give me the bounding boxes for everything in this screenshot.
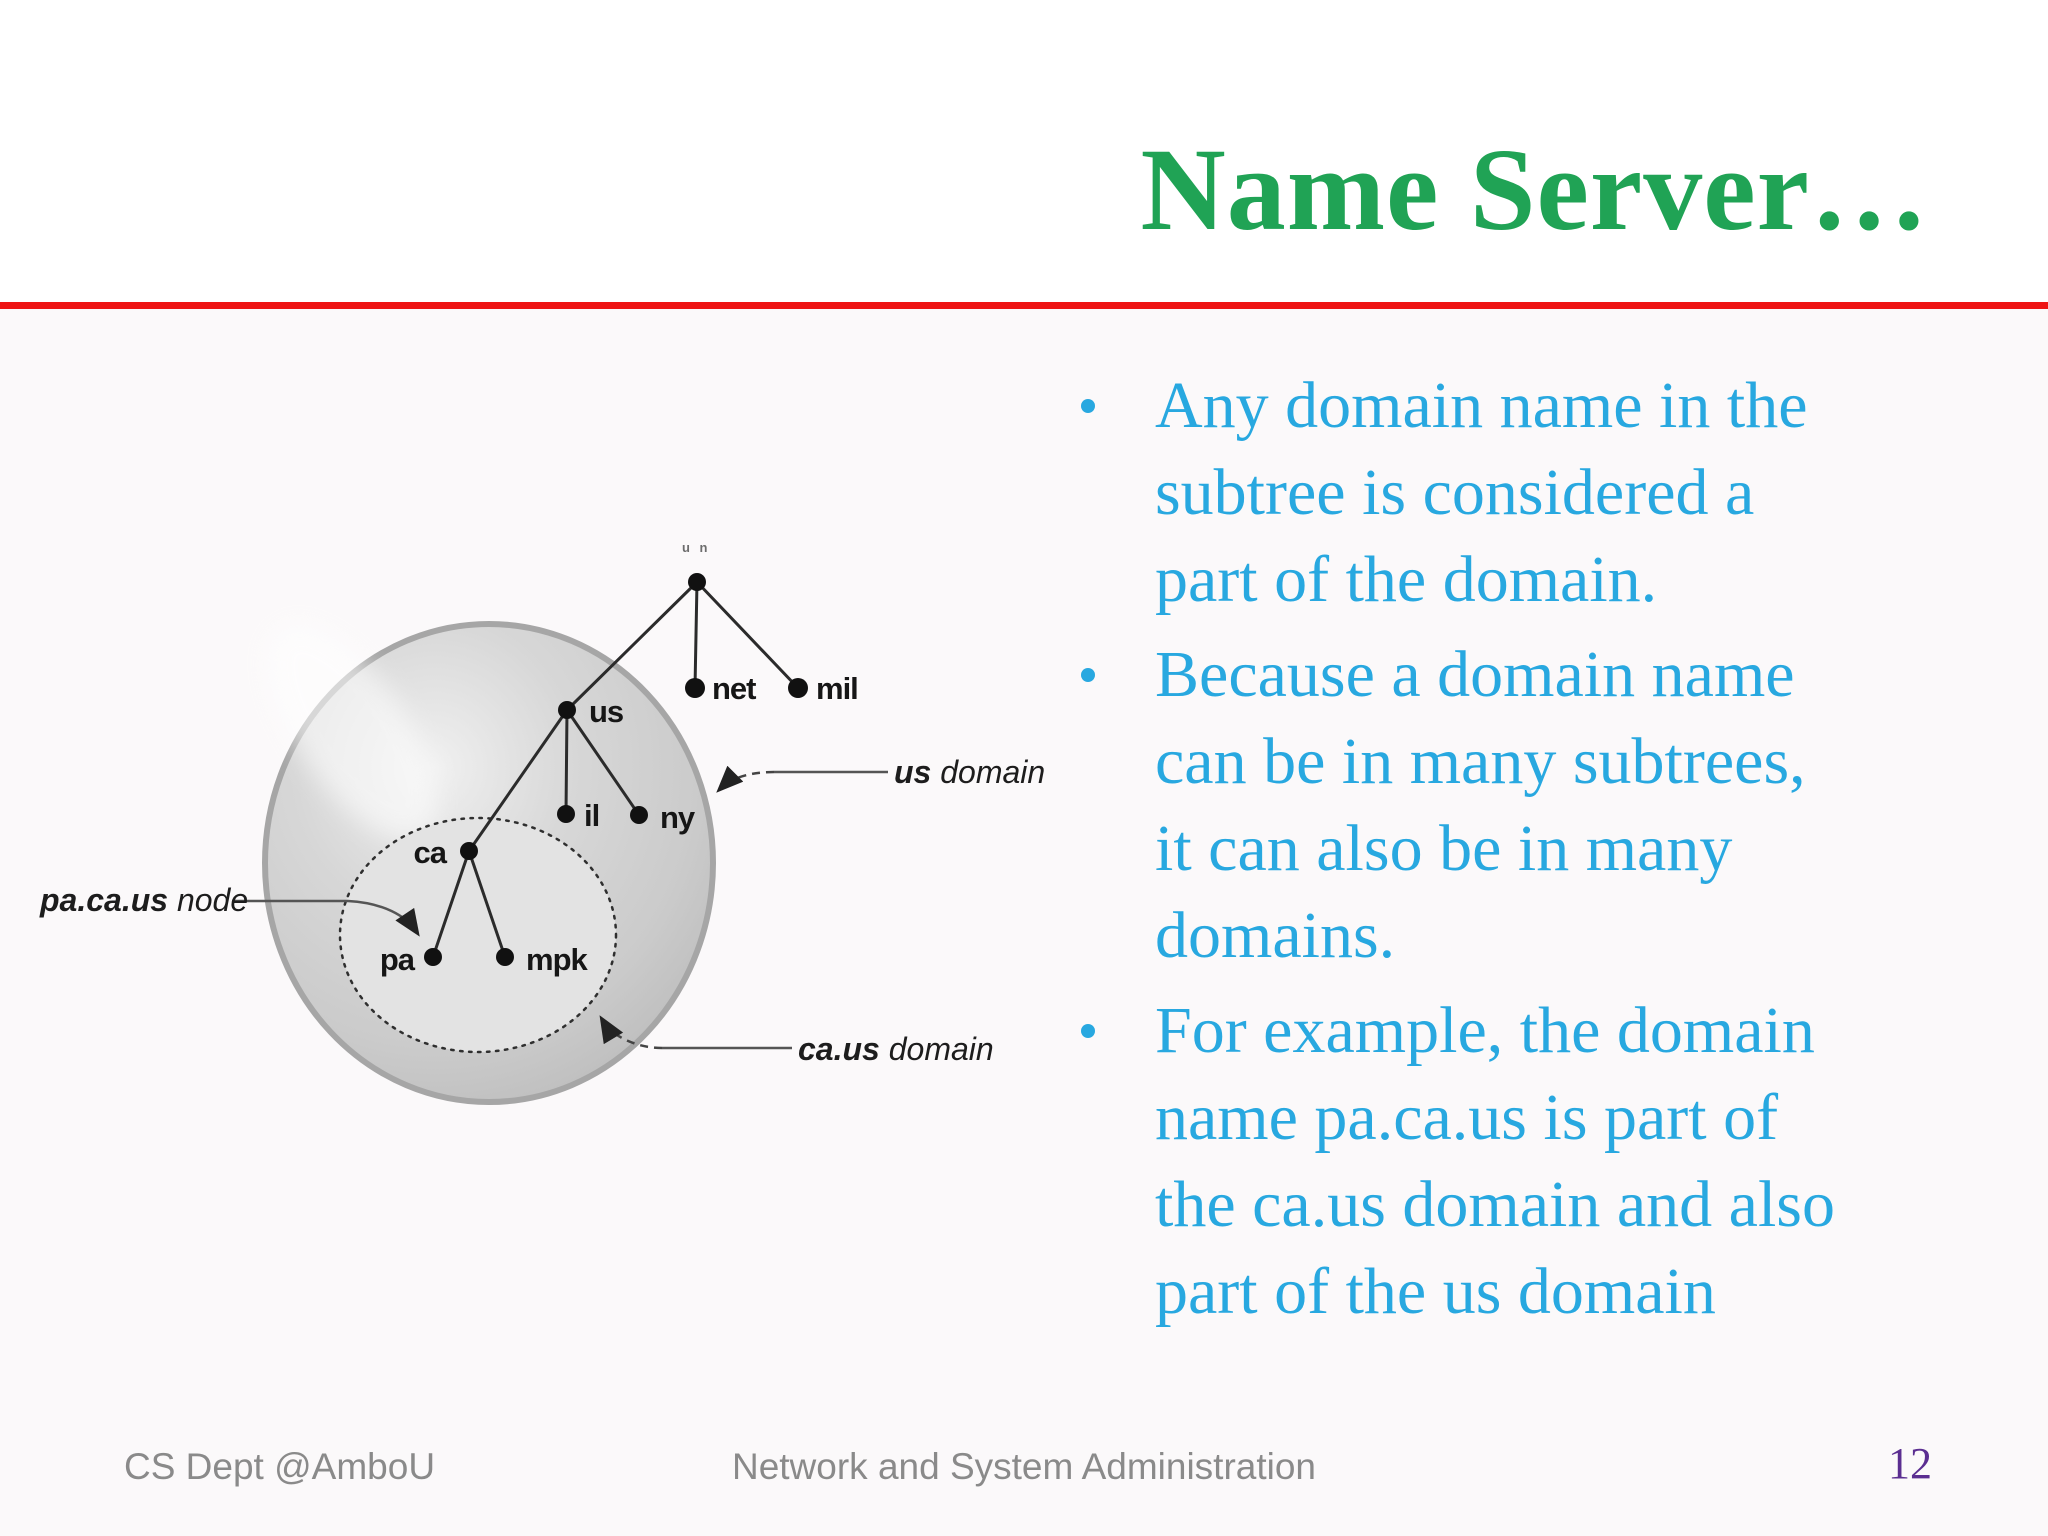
node-mil-dot [788,678,808,698]
sphere-highlight [267,624,437,840]
us-domain-label-name: us [894,754,931,790]
bullet-2-line-2: can be in many subtrees, [1155,725,1806,798]
title-divider-line [0,302,2048,309]
edge-ca-mpk [467,849,507,959]
us-domain-label: us domain [894,754,1045,790]
bullet-text-1: Any domain name in the subtree is consid… [1155,362,1808,623]
edge-root-us [565,580,699,712]
node-mil-label: mil [816,671,858,706]
bullet-item-1: Any domain name in the subtree is consid… [1064,362,1944,623]
node-us-dot [558,701,576,719]
node-pa-label: pa [380,942,416,977]
edge-root-mil [695,580,800,690]
bullet-3-line-4: part of the us domain [1155,1255,1716,1328]
node-il-dot [557,805,575,823]
node-net-dot [685,678,705,698]
annotation-us-domain: us domain [716,754,1045,793]
bullet-3-line-2: name pa.ca.us is part of [1155,1081,1779,1154]
root-node-label: u n [682,540,711,555]
ca-us-domain-label: ca.us domain [798,1031,994,1067]
node-ca-label: ca [414,835,448,870]
tree-nodes [424,573,808,966]
node-root-dot [688,573,706,591]
edge-us-ny [565,708,641,817]
pa-ca-us-node-label-name: pa.ca.us [39,882,168,918]
edge-us-il [564,708,569,816]
dns-domain-diagram: u n net mil us il ny ca pa mpk us domain… [39,540,1045,1105]
node-il-label: il [584,798,599,833]
slide-title: Name Server… [1140,124,1929,255]
bullet-3-line-3: the ca.us domain and also [1155,1168,1835,1241]
tree-edges [431,580,800,959]
bullet-dot [1081,399,1095,413]
node-us-label: us [589,694,623,729]
bullet-2-line-1: Because a domain name [1155,638,1795,711]
pa-ca-us-node-label: pa.ca.us node [39,882,248,918]
edge-us-ca [467,708,569,853]
node-ny-label: ny [660,800,696,835]
bullet-1-line-2: subtree is considered a [1155,456,1755,529]
node-ca-dot [460,842,478,860]
bullet-item-3: For example, the domain name pa.ca.us is… [1064,987,1944,1335]
pa-ca-us-node-callout-arrow [347,899,420,937]
bullet-2-line-4: domains. [1155,899,1396,972]
annotation-ca-us-domain: ca.us domain [599,1015,994,1067]
node-mpk-dot [496,948,514,966]
footer-department: CS Dept @AmboU [124,1446,436,1487]
edge-ca-pa [431,849,471,959]
bullet-3-line-1: For example, the domain [1155,994,1815,1067]
bullet-list: Any domain name in the subtree is consid… [1064,362,1944,1343]
node-ny-dot [630,806,648,824]
node-net-label: net [712,671,756,706]
node-pa-dot [424,948,442,966]
ca-us-domain-dotted-circle [338,816,618,1054]
bullet-1-line-3: part of the domain. [1155,543,1658,616]
footer-course: Network and System Administration [731,1446,1316,1487]
bullet-text-3: For example, the domain name pa.ca.us is… [1155,987,1835,1335]
edge-root-net [693,580,699,690]
page-number: 12 [1888,1439,1932,1488]
node-mpk-label: mpk [526,942,589,977]
annotation-pa-ca-us-node: pa.ca.us node [39,882,420,937]
bullet-text-2: Because a domain name can be in many sub… [1155,631,1806,979]
bullet-2-line-3: it can also be in many [1155,812,1733,885]
bullet-dot [1081,668,1095,682]
pa-ca-us-node-label-rest: node [168,882,248,918]
bullet-item-2: Because a domain name can be in many sub… [1064,631,1944,979]
us-domain-callout-arrow [716,765,775,793]
bullet-dot [1081,1024,1095,1038]
us-domain-label-rest: domain [931,754,1045,790]
bullet-1-line-1: Any domain name in the [1155,369,1808,442]
ca-us-domain-callout-arrow [599,1015,663,1050]
ca-us-domain-label-rest: domain [880,1031,994,1067]
ca-us-domain-label-name: ca.us [798,1031,880,1067]
